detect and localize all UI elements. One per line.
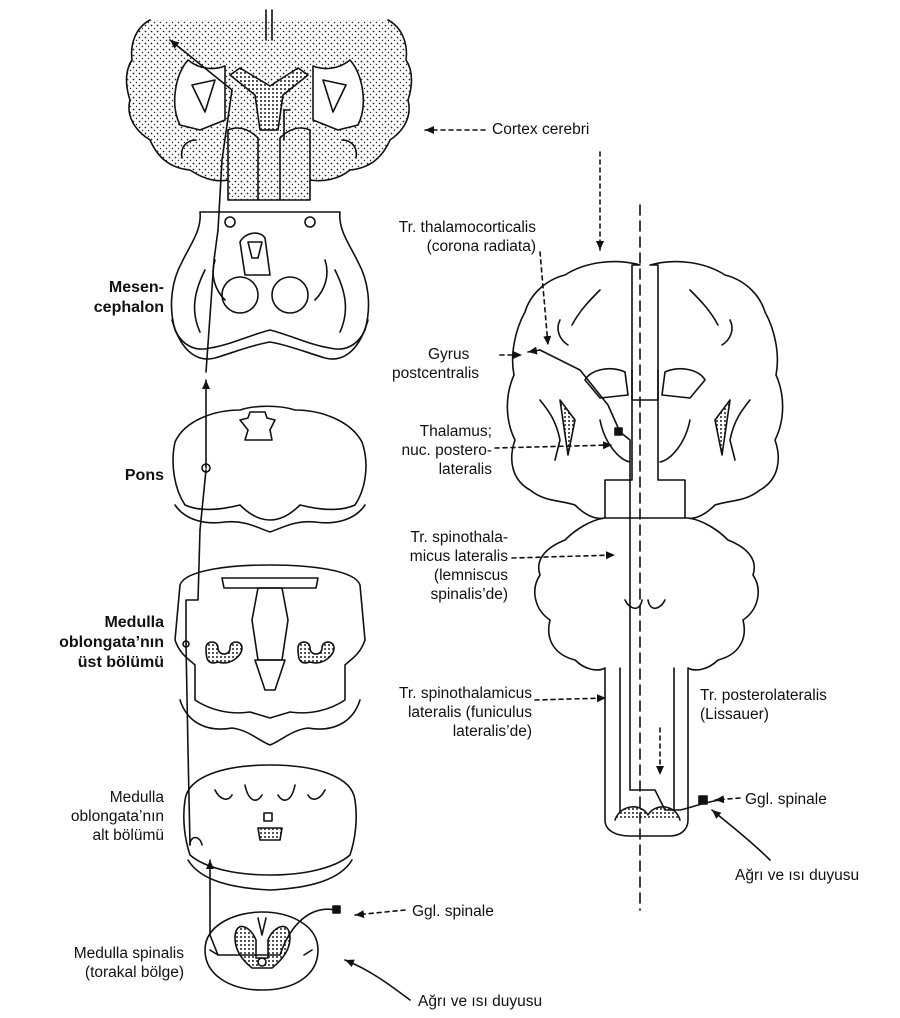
label-sensation-left: Ağrı ve ısı duyusu — [418, 992, 542, 1011]
label-medulla-lower: Medulla oblongata’nın alt bölümü — [20, 788, 164, 845]
label-gyrus-postcentralis: Gyrus postcentralis — [392, 345, 506, 383]
label-pons: Pons — [40, 466, 164, 486]
label-ggl-spinale-left: Ggl. spinale — [412, 902, 494, 921]
right-brain-outline — [507, 262, 782, 836]
label-sensation-right: Ağrı ve ısı duyusu — [735, 866, 859, 885]
left-sensation-arrow — [345, 960, 410, 1000]
label-mesencephalon: Mesen- cephalon — [40, 278, 164, 318]
label-thalamus: Thalamus; nuc. postero- lateralis — [380, 422, 492, 479]
label-ggl-spinale-right: Ggl. spinale — [745, 790, 827, 809]
right-sensation-arrow — [712, 810, 770, 860]
medulla-upper-section — [175, 565, 365, 745]
forebrain-section — [127, 10, 412, 200]
label-spinothalamicus-funiculus: Tr. spinothalamicus lateralis (funiculus… — [370, 684, 532, 741]
label-medulla-upper: Medulla oblongata’nın üst bölümü — [20, 613, 164, 673]
medulla-spinalis-section — [205, 912, 318, 990]
label-posterolateralis: Tr. posterolateralis (Lissauer) — [700, 686, 827, 724]
label-thalamocorticalis: Tr. thalamocorticalis (corona radiata) — [360, 218, 536, 256]
label-spinothalamicus-lemniscus: Tr. spinothala- micus lateralis (lemnisc… — [388, 528, 508, 604]
mesencephalon-section — [171, 212, 368, 359]
label-cortex-cerebri: Cortex cerebri — [492, 120, 589, 139]
label-medulla-spinalis: Medulla spinalis (torakal bölge) — [0, 944, 184, 982]
